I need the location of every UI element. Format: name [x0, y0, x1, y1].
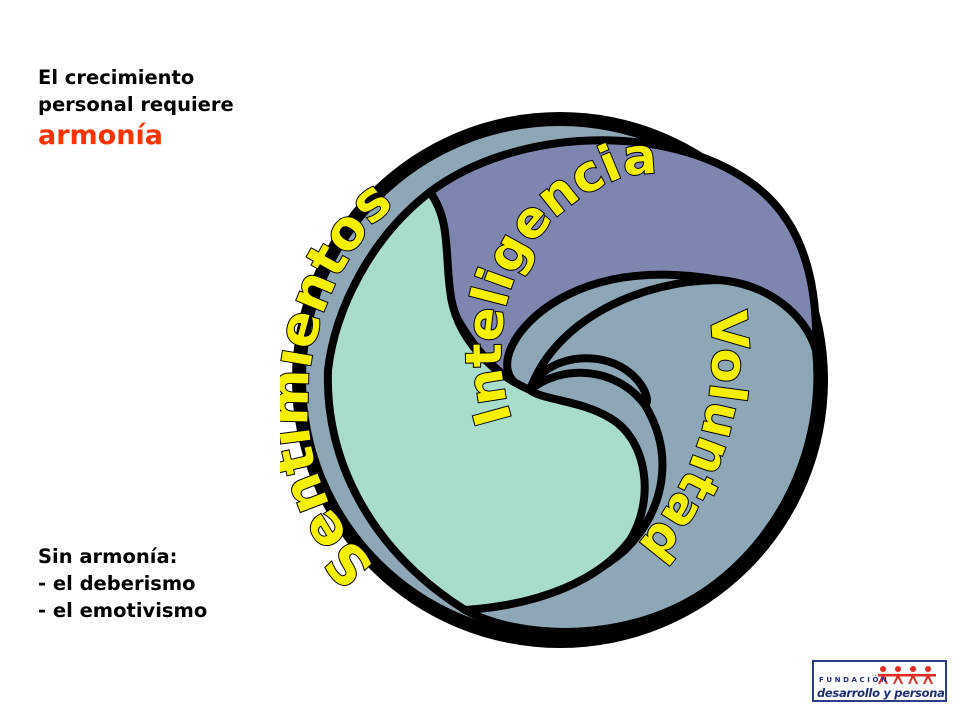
- inner-swirl-line: [526, 354, 651, 409]
- intro-line-2: personal requiere: [38, 93, 234, 116]
- intro-accent-word: armonía: [38, 120, 163, 151]
- disharmony-item-emotivismo: - el emotivismo: [38, 599, 208, 622]
- sentimientos-section: [323, 188, 649, 614]
- disharmony-title: Sin armonía:: [38, 545, 178, 568]
- intro-text: El crecimiento personal requiere armonía: [38, 64, 234, 154]
- disharmony-list: Sin armonía: - el deberismo - el emotivi…: [38, 543, 207, 624]
- disharmony-item-deberismo: - el deberismo: [38, 572, 196, 595]
- people-figures-icon: [878, 666, 936, 684]
- harmony-swirl-diagram: Sentimientos Inteligencia Voluntad: [280, 112, 828, 648]
- foundation-logo: FUNDACIÓN desarrollo y persona: [812, 660, 947, 702]
- logo-top-text: FUNDACIÓN: [819, 676, 890, 684]
- logo-bottom-text: desarrollo y persona: [817, 686, 945, 700]
- intro-line-1: El crecimiento: [38, 66, 195, 89]
